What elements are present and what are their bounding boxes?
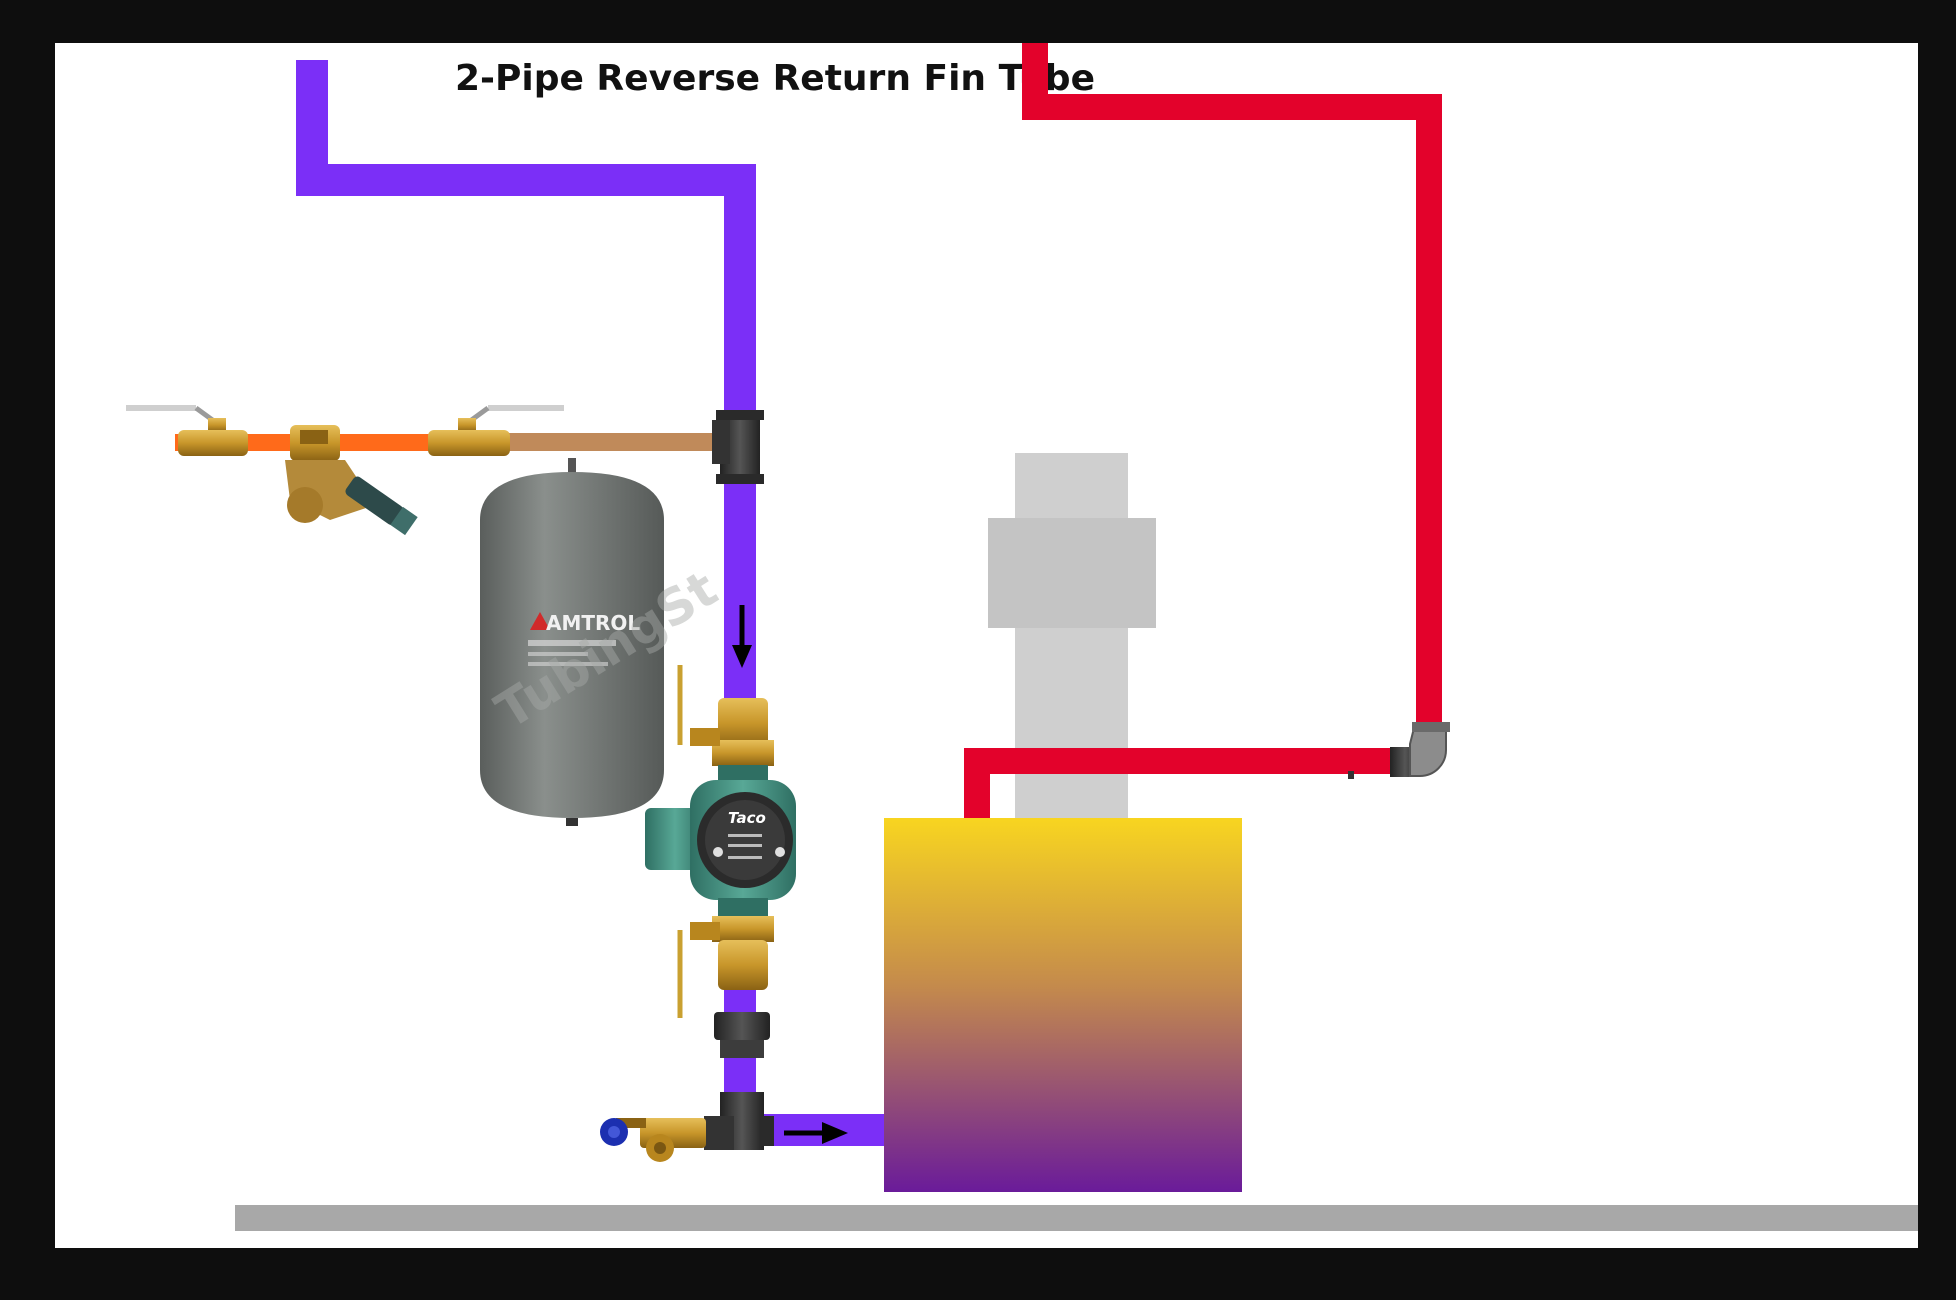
- ball-valve-left[interactable]: [126, 405, 248, 456]
- diagram-title: 2-Pipe Reverse Return Fin Tube: [455, 58, 1095, 99]
- amtrol-logo-icon: [530, 612, 550, 630]
- drain-tee-fitting: [704, 1092, 774, 1150]
- copper-fill-line: [498, 433, 726, 451]
- pipe-union: [714, 1012, 770, 1058]
- supply-pipe: [964, 43, 1442, 818]
- floor: [235, 1205, 1918, 1231]
- pump-brand-label: Taco: [728, 809, 766, 827]
- circulator-pump: Taco: [645, 765, 796, 916]
- boiler: [884, 818, 1242, 1192]
- arrow-down-icon: [732, 605, 752, 668]
- fill-tee-fitting: [712, 410, 764, 484]
- drain-valve-icon[interactable]: [600, 1118, 706, 1162]
- tank-brand-label: AMTROL: [546, 611, 640, 635]
- pressure-reducing-valve[interactable]: [285, 425, 418, 536]
- upper-isolation-valve[interactable]: [677, 665, 774, 766]
- lower-isolation-valve[interactable]: [677, 916, 774, 1018]
- ball-valve-right[interactable]: [428, 405, 564, 456]
- arrow-right-icon: [784, 1122, 848, 1144]
- supply-elbow-fitting: [1348, 722, 1450, 779]
